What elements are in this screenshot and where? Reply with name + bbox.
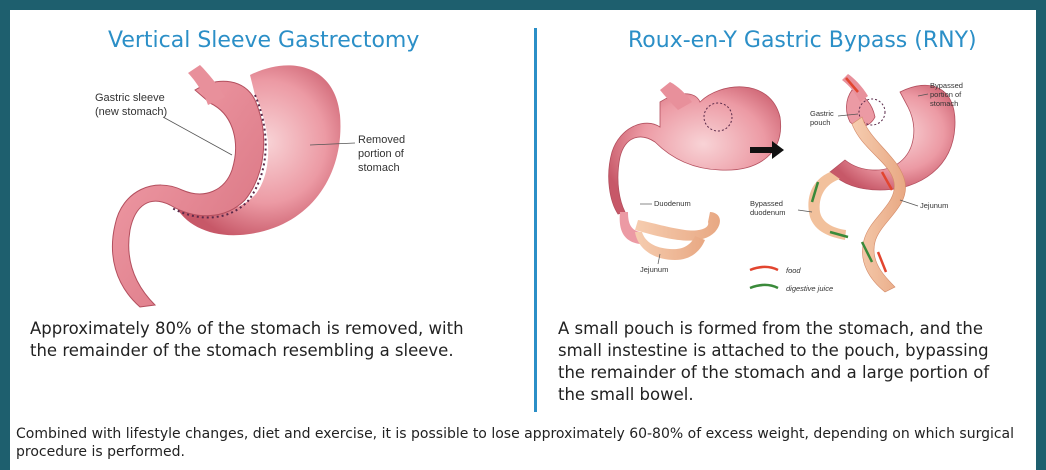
label-gastric-sleeve: Gastric sleeve	[95, 92, 165, 104]
label-duodenum: Duodenum	[654, 199, 691, 208]
legend-food-arrow	[750, 267, 778, 270]
label-jejunum-left: Jejunum	[640, 265, 668, 274]
label-bypassed-3: stomach	[930, 99, 958, 108]
label-bypassed-1: Bypassed	[930, 81, 963, 90]
label-bypassed-2: portion of	[930, 90, 962, 99]
sleeve-gastrectomy-illustration: Gastric sleeve (new stomach) Removed por…	[60, 55, 460, 310]
legend-food-label: food	[786, 266, 801, 275]
label-stomach: stomach	[358, 162, 400, 174]
label-pouch: pouch	[810, 118, 830, 127]
label-new-stomach: (new stomach)	[95, 106, 167, 118]
label-bypassed-duodenum-1: Bypassed	[750, 199, 783, 208]
jejunum-left-shape	[635, 212, 720, 241]
footer-note: Combined with lifestyle changes, diet an…	[16, 425, 1026, 461]
center-divider	[534, 28, 537, 412]
label-portion-of: portion of	[358, 148, 405, 160]
bypassed-duodenum-shape	[808, 172, 846, 240]
description-sleeve: Approximately 80% of the stomach is remo…	[30, 318, 490, 362]
description-bypass: A small pouch is formed from the stomach…	[558, 318, 1008, 406]
label-jejunum-right: Jejunum	[920, 201, 948, 210]
jejunum-right-shape	[852, 117, 906, 292]
label-removed: Removed	[358, 134, 405, 146]
legend-digestive-arrow	[750, 285, 778, 288]
label-gastric: Gastric	[810, 109, 834, 118]
title-sleeve-gastrectomy: Vertical Sleeve Gastrectomy	[108, 28, 419, 53]
legend-digestive-label: digestive juice	[786, 284, 833, 293]
label-bypassed-duodenum-2: duodenum	[750, 208, 785, 217]
title-gastric-bypass: Roux-en-Y Gastric Bypass (RNY)	[628, 28, 977, 53]
gastric-bypass-illustration: Duodenum Jejunum Gastric pouch Bypassed …	[600, 72, 1000, 302]
